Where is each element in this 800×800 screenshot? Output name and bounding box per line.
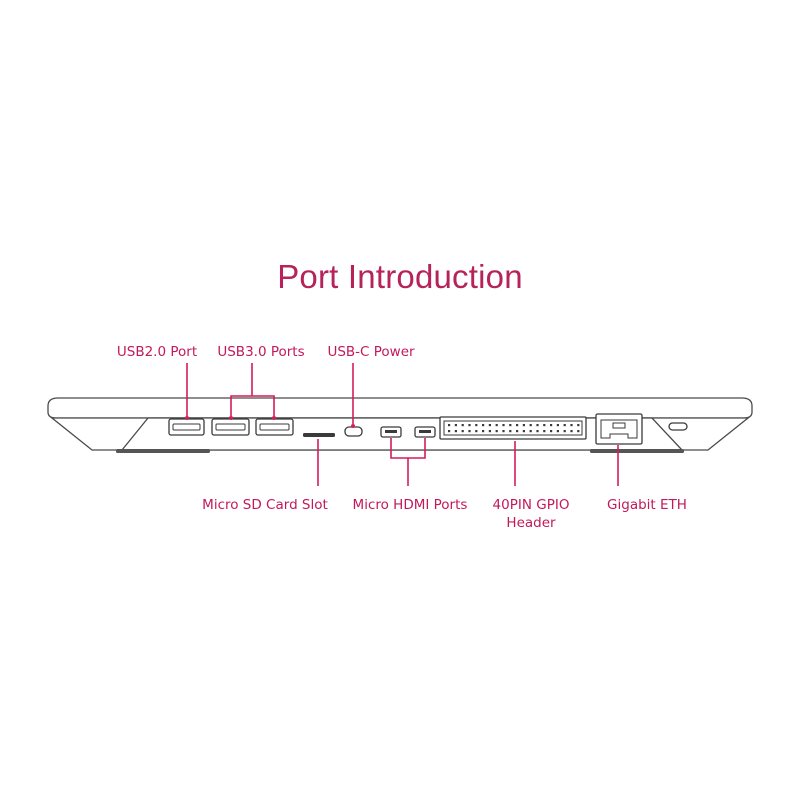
label-gpio-line2: Header	[506, 515, 556, 531]
gpio-pin	[529, 430, 532, 433]
usb2-port	[168, 418, 205, 436]
gpio-pin	[475, 424, 478, 427]
label-usb2: USB2.0 Port	[117, 344, 197, 360]
leader-lines	[185, 363, 619, 486]
gpio-header	[439, 416, 587, 440]
gpio-pin	[482, 430, 485, 433]
gpio-pin	[536, 430, 539, 433]
gpio-pin	[495, 430, 498, 433]
label-usbc: USB-C Power	[327, 344, 415, 360]
label-usb3: USB3.0 Ports	[217, 344, 304, 360]
gpio-pin	[454, 424, 457, 427]
gpio-pin	[563, 424, 566, 427]
gpio-pin	[529, 424, 532, 427]
device-body	[47, 397, 753, 453]
gpio-pin	[461, 424, 464, 427]
usb3-port-1	[211, 418, 250, 436]
gpio-pin	[502, 430, 505, 433]
gpio-pin	[488, 424, 491, 427]
gpio-pin	[556, 430, 559, 433]
gpio-pin	[516, 424, 519, 427]
gpio-pin	[495, 424, 498, 427]
gpio-pin	[577, 430, 580, 433]
gpio-pin	[448, 424, 451, 427]
gpio-pin	[468, 424, 471, 427]
gpio-pin	[550, 430, 553, 433]
gpio-pin	[454, 430, 457, 433]
gpio-pin	[570, 430, 573, 433]
right-foot	[590, 449, 684, 453]
gpio-pin	[577, 424, 580, 427]
side-slot	[668, 422, 688, 431]
gpio-pin	[461, 430, 464, 433]
gpio-pin	[482, 424, 485, 427]
microsd-slot	[303, 433, 335, 437]
gpio-pin	[488, 430, 491, 433]
micro-hdmi-port-1	[380, 426, 402, 438]
gpio-pin	[516, 430, 519, 433]
label-hdmi: Micro HDMI Ports	[353, 497, 468, 513]
gpio-pin	[475, 430, 478, 433]
usb3-port-2	[255, 418, 294, 436]
gpio-pin	[448, 430, 451, 433]
gpio-pin	[536, 424, 539, 427]
gpio-pin	[550, 424, 553, 427]
gpio-pin	[509, 424, 512, 427]
label-eth: Gigabit ETH	[607, 497, 687, 513]
label-gpio-line1: 40PIN GPIO	[493, 497, 570, 513]
gpio-pin	[543, 430, 546, 433]
gpio-pin	[556, 424, 559, 427]
gpio-pin	[502, 424, 505, 427]
left-foot	[116, 449, 210, 453]
usbc-port	[344, 426, 363, 437]
page-title: Port Introduction	[277, 258, 523, 295]
gpio-pin	[468, 430, 471, 433]
gpio-pin	[522, 430, 525, 433]
gpio-pin	[563, 430, 566, 433]
ethernet-port	[595, 413, 643, 445]
label-microsd: Micro SD Card Slot	[202, 497, 328, 513]
gpio-pin	[570, 424, 573, 427]
gpio-pin	[509, 430, 512, 433]
gpio-pin	[543, 424, 546, 427]
gpio-pin	[522, 424, 525, 427]
micro-hdmi-port-2	[414, 426, 436, 438]
